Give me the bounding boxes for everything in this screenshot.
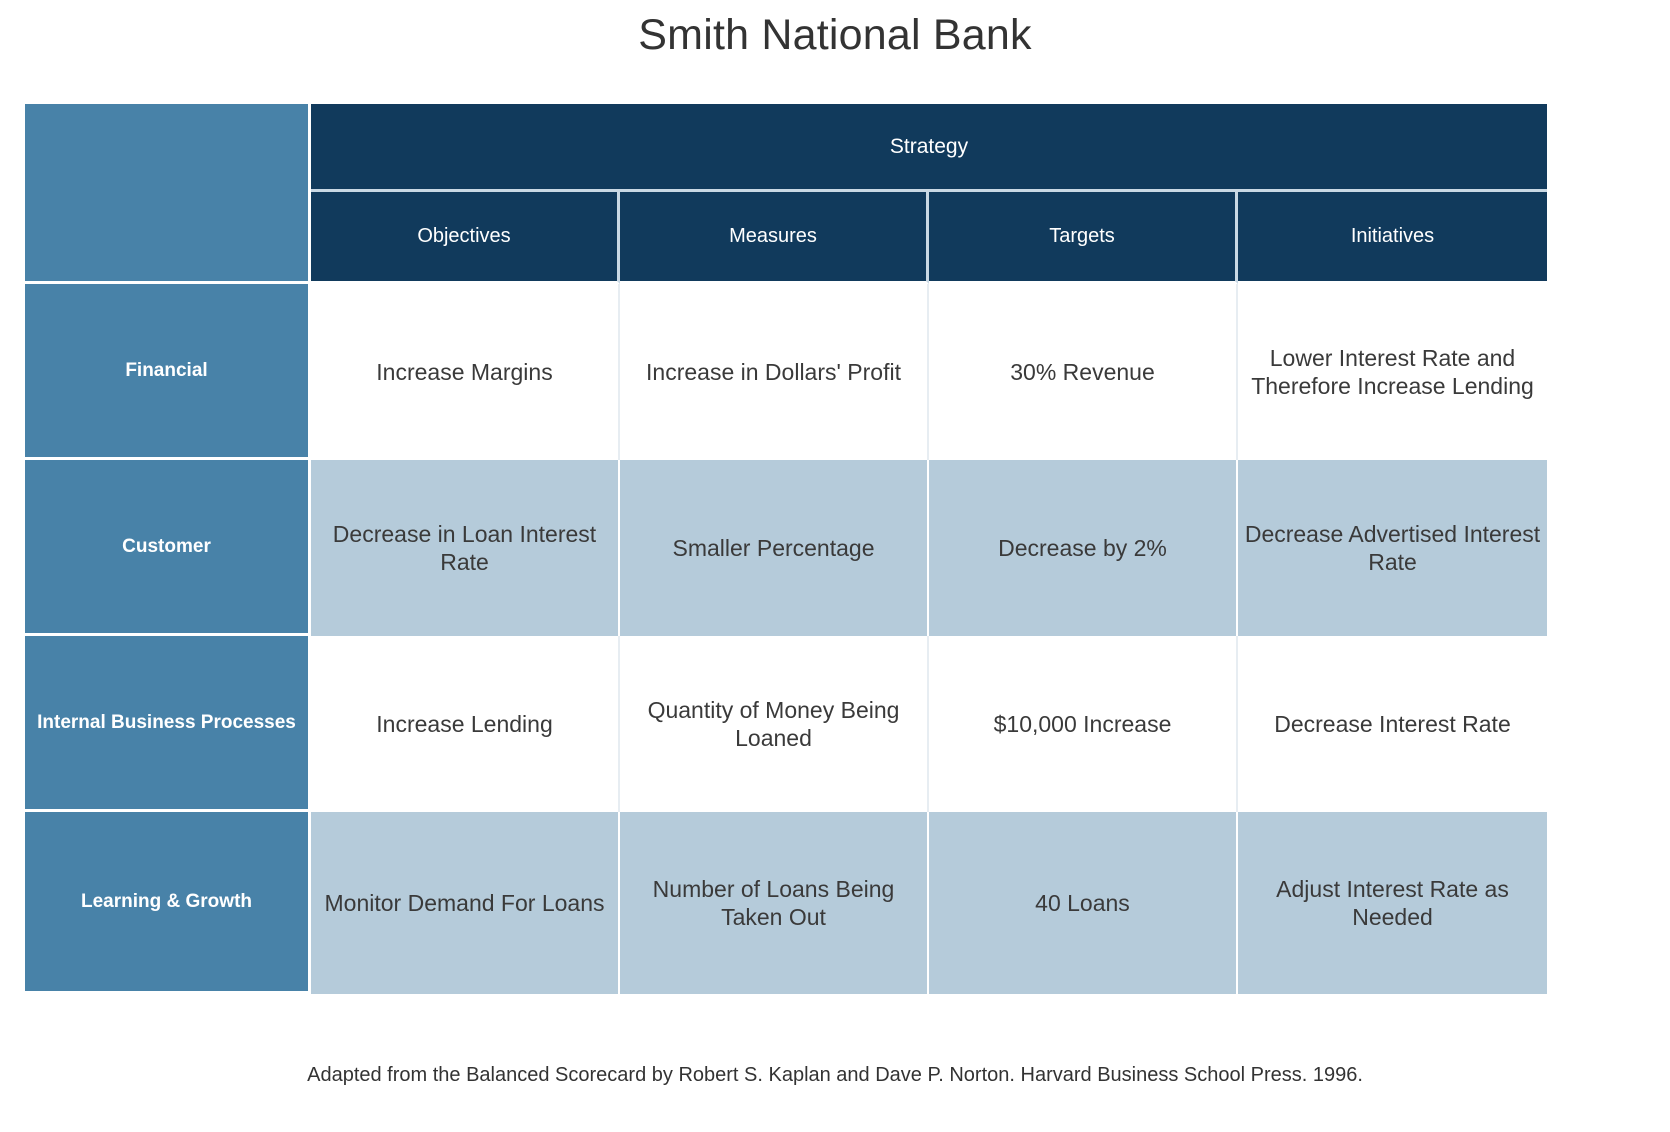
cell-customer-measures: Smaller Percentage — [620, 460, 929, 636]
table-row: Customer Decrease in Loan Interest Rate … — [25, 460, 1547, 636]
cell-customer-targets: Decrease by 2% — [929, 460, 1238, 636]
table-row: Learning & Growth Monitor Demand For Loa… — [25, 812, 1547, 994]
column-header-objectives: Objectives — [311, 192, 620, 284]
strategy-header-row: Strategy — [25, 104, 1547, 284]
cell-internal-targets: $10,000 Increase — [929, 636, 1238, 812]
table-row: Internal Business Processes Increase Len… — [25, 636, 1547, 812]
cell-learning-initiatives: Adjust Interest Rate as Needed — [1238, 812, 1547, 994]
cell-learning-objectives: Monitor Demand For Loans — [311, 812, 620, 994]
cell-internal-initiatives: Decrease Interest Rate — [1238, 636, 1547, 812]
column-header-row: Objectives Measures Targets Initiatives — [25, 192, 1547, 284]
perspective-label-learning-growth: Learning & Growth — [25, 812, 311, 994]
column-header-measures: Measures — [620, 192, 929, 284]
cell-customer-initiatives: Decrease Advertised Interest Rate — [1238, 460, 1547, 636]
perspective-label-internal-business-processes: Internal Business Processes — [25, 636, 311, 812]
cell-learning-measures: Number of Loans Being Taken Out — [620, 812, 929, 994]
cell-financial-objectives: Increase Margins — [311, 284, 620, 460]
cell-customer-objectives: Decrease in Loan Interest Rate — [311, 460, 620, 636]
cell-financial-initiatives: Lower Interest Rate and Therefore Increa… — [1238, 284, 1547, 460]
column-header-targets: Targets — [929, 192, 1238, 284]
perspective-label-financial: Financial — [25, 284, 311, 460]
balanced-scorecard-table: Strategy Objectives Measures Targets Ini… — [25, 104, 1547, 994]
strategy-group-header: Strategy — [311, 104, 1547, 192]
cell-financial-targets: 30% Revenue — [929, 284, 1238, 460]
table-row: Financial Increase Margins Increase in D… — [25, 284, 1547, 460]
corner-cell — [25, 104, 311, 284]
cell-financial-measures: Increase in Dollars' Profit — [620, 284, 929, 460]
column-header-initiatives: Initiatives — [1238, 192, 1547, 284]
cell-internal-objectives: Increase Lending — [311, 636, 620, 812]
source-citation: Adapted from the Balanced Scorecard by R… — [307, 1064, 1363, 1086]
page-title: Smith National Bank — [638, 11, 1032, 59]
cell-learning-targets: 40 Loans — [929, 812, 1238, 994]
cell-internal-measures: Quantity of Money Being Loaned — [620, 636, 929, 812]
perspective-label-customer: Customer — [25, 460, 311, 636]
